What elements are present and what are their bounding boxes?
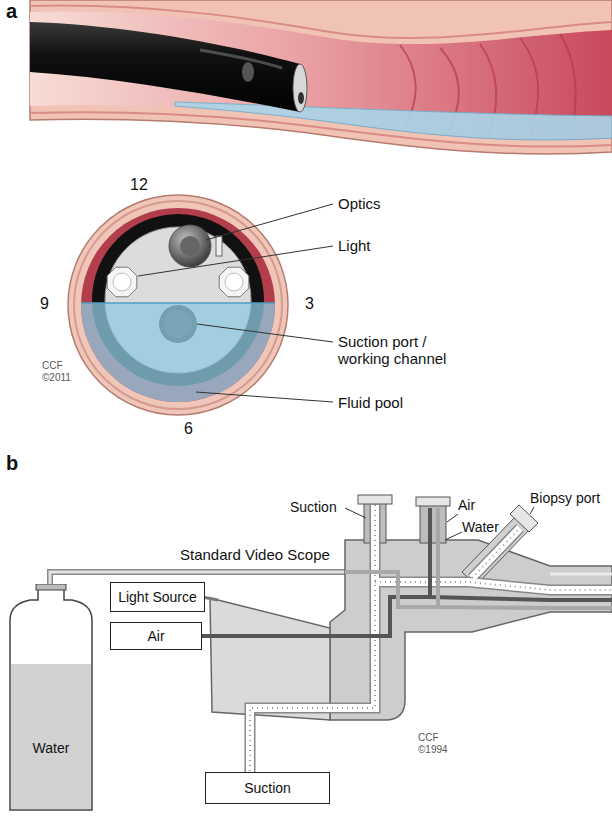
shaft-highlight <box>550 573 612 576</box>
device-box: Suction <box>205 772 330 804</box>
light-guide <box>219 267 249 297</box>
valve-cap <box>358 495 392 504</box>
bottle-cap <box>36 584 66 590</box>
clock-position-box: 12 <box>130 176 148 194</box>
scope-title-box: Standard Video Scope <box>180 546 330 563</box>
air-water-valve <box>420 505 446 543</box>
scope-tip <box>293 64 307 112</box>
node-text: Suction <box>244 780 291 796</box>
cross-section <box>60 195 333 423</box>
leader-line <box>447 514 458 522</box>
leader-line <box>196 392 333 402</box>
node-text: Light Source <box>118 589 197 605</box>
tip-channel <box>298 92 304 104</box>
optics-lens <box>169 225 211 267</box>
panel-letter: b <box>6 452 18 474</box>
scope-connector <box>210 598 330 720</box>
scope-title: Standard Video Scope <box>180 546 330 563</box>
fluid-surface <box>81 302 275 304</box>
copyright-note: CCF ©1994 <box>418 732 448 755</box>
device-box: Light Source <box>110 582 205 612</box>
copyright-note: CCF ©2011 <box>42 360 71 383</box>
part-label-box: Water <box>462 519 499 535</box>
part-label: Light <box>338 237 371 254</box>
panel-letter-box: a <box>6 0 17 23</box>
clock-position-box: 6 <box>184 420 193 438</box>
part-label: Biopsy port <box>530 490 600 506</box>
part-label: Fluid pool <box>338 394 403 411</box>
part-label: Air <box>458 497 475 513</box>
copyright-note-box: CCF ©2011 <box>42 360 76 383</box>
part-label-box: Light <box>338 237 371 254</box>
video-scope <box>50 495 612 772</box>
panel-letter: a <box>6 0 17 22</box>
scope-shaft <box>30 22 300 112</box>
water-level <box>11 664 91 809</box>
leader-line <box>197 324 333 342</box>
node-text: Air <box>147 628 164 644</box>
bottle-body <box>10 588 92 810</box>
clock-position-box: 9 <box>40 295 49 313</box>
copyright-note-box: CCF ©1994 <box>418 732 452 755</box>
fluid-pool <box>175 102 612 140</box>
part-label: Suction <box>290 499 337 515</box>
colon-lumen <box>30 11 612 140</box>
leader-line <box>138 246 333 276</box>
part-label: Suction port / working channel <box>338 333 446 367</box>
light-guide <box>225 273 243 291</box>
clock-position-box: 3 <box>305 295 314 313</box>
clock-position: 3 <box>305 295 314 312</box>
scope-highlight <box>200 50 282 68</box>
nozzle <box>216 236 222 256</box>
device-box: Air <box>110 622 202 650</box>
part-label: Water <box>462 519 499 535</box>
scope-highlight <box>242 62 254 82</box>
part-label-box: Air <box>458 497 475 513</box>
water-channel <box>345 508 612 608</box>
clock-position: 12 <box>130 176 148 193</box>
leader-line <box>206 204 333 240</box>
light-guide <box>113 273 131 291</box>
fluid-pool <box>60 303 300 423</box>
panel-letter-box: b <box>6 452 18 475</box>
part-label-box: Suction port / working channel <box>338 333 473 368</box>
part-label-box: Biopsy port <box>530 490 600 506</box>
leader-line <box>530 507 534 514</box>
leader-line <box>345 508 366 518</box>
colon-wall <box>30 0 612 154</box>
part-label: Optics <box>338 195 381 212</box>
node-text: Water <box>33 740 70 756</box>
valve-cap <box>416 497 450 506</box>
leader-line <box>445 532 462 540</box>
part-label-box: Fluid pool <box>338 394 403 411</box>
optics-lens <box>180 236 200 256</box>
part-label-box: Optics <box>338 195 381 212</box>
water-bottle: Water <box>6 584 96 812</box>
colon-view <box>30 0 612 154</box>
part-label-box: Suction <box>290 499 337 515</box>
clock-position: 6 <box>184 420 193 437</box>
clock-position: 9 <box>40 295 49 312</box>
air-channel <box>202 508 612 636</box>
light-guide <box>107 267 137 297</box>
bottle-outline <box>6 584 96 812</box>
